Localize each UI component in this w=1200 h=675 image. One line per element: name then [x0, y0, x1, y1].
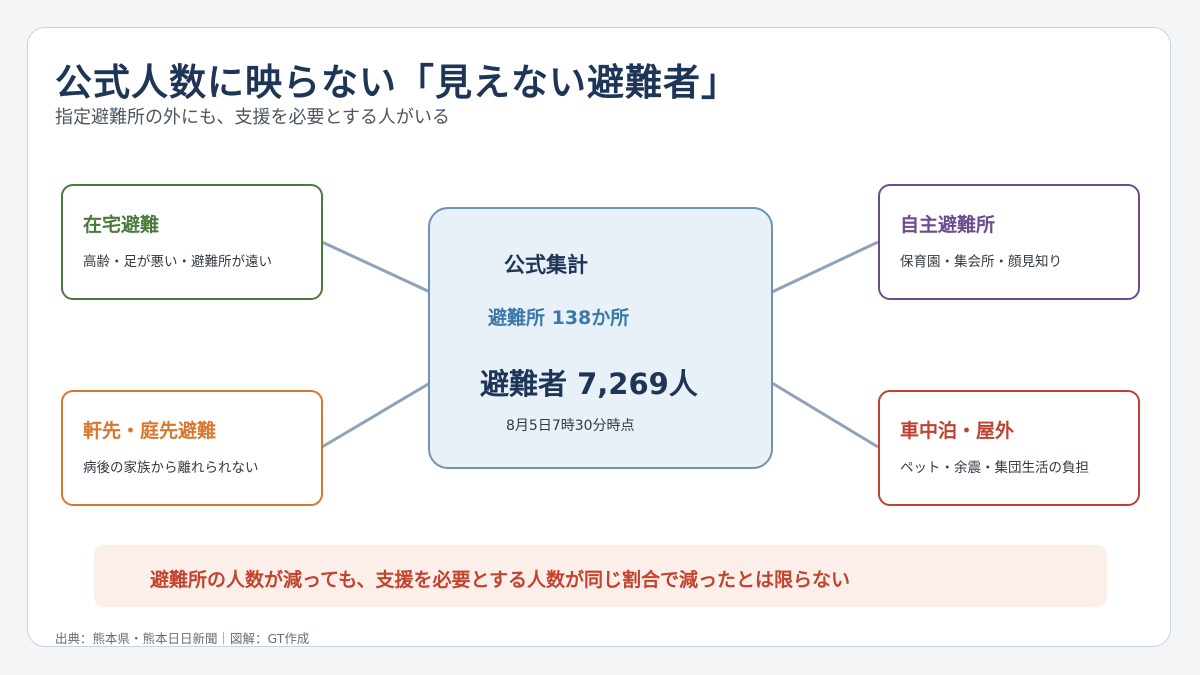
connector-eaves	[321, 381, 431, 449]
node-home-evacuation: 在宅避難 高齢・足が悪い・避難所が遠い	[61, 184, 323, 300]
count-timestamp: 8月5日7時30分時点	[506, 418, 635, 434]
node-description: 高齢・足が悪い・避難所が遠い	[83, 254, 272, 270]
connector-home	[321, 240, 431, 294]
node-title: 軒先・庭先避難	[83, 420, 217, 442]
shelter-count: 避難所 138か所	[488, 307, 630, 329]
node-description: 保育園・集会所・顔見知り	[900, 254, 1062, 270]
node-description: 病後の家族から離れられない	[83, 460, 259, 476]
node-title: 自主避難所	[900, 214, 996, 236]
node-eaves-evacuation: 軒先・庭先避難 病後の家族から離れられない	[61, 390, 323, 506]
official-count-box: 公式集計 避難所 138か所 避難者 7,269人 8月5日7時30分時点	[428, 207, 773, 469]
source-credit: 出典：熊本県・熊本日日新聞｜図解：GT作成	[55, 631, 310, 646]
key-message-banner: 避難所の人数が減っても、支援を必要とする人数が同じ割合で減ったとは限らない	[94, 545, 1107, 607]
evacuee-count: 避難者 7,269人	[480, 367, 698, 401]
page-subtitle: 指定避難所の外にも、支援を必要とする人がいる	[55, 107, 450, 128]
node-self-shelter: 自主避難所 保育園・集会所・顔見知り	[878, 184, 1140, 300]
connector-car	[771, 381, 879, 449]
connector-self	[771, 240, 879, 294]
page-title: 公式人数に映らない「見えない避難者」	[55, 61, 739, 104]
node-car-outdoor: 車中泊・屋外 ペット・余震・集団生活の負担	[878, 390, 1140, 506]
node-title: 在宅避難	[83, 214, 160, 236]
node-title: 車中泊・屋外	[900, 420, 1015, 442]
official-count-heading: 公式集計	[504, 253, 588, 277]
node-description: ペット・余震・集団生活の負担	[900, 460, 1089, 476]
key-message-text: 避難所の人数が減っても、支援を必要とする人数が同じ割合で減ったとは限らない	[150, 569, 850, 591]
